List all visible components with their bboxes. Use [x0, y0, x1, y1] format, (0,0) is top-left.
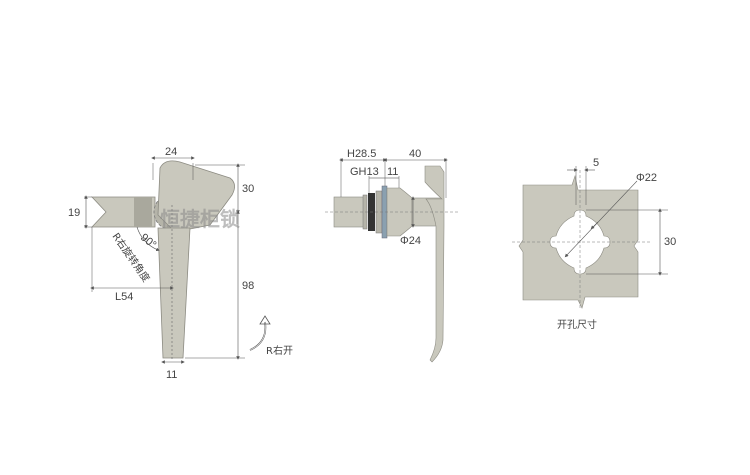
front-view: 24 30 98 19 L54 11 90° R右旋转角度 R右开 恒捷柜锁 — [68, 146, 293, 381]
dim-overall-height: 98 — [242, 280, 254, 292]
side-handle — [424, 165, 445, 363]
dim-length: 40 — [409, 148, 421, 160]
dim-diameter: Φ24 — [400, 235, 421, 247]
cutout-caption: 开孔尺寸 — [557, 318, 597, 331]
dim-tip-width: 11 — [166, 369, 177, 381]
dim-gh: GH13 — [350, 166, 379, 178]
dim-top-width: 24 — [165, 146, 177, 158]
dim-diameter-cutout: Φ22 — [636, 172, 657, 184]
rotation-angle: 90° — [138, 231, 158, 251]
side-view: H28.5 40 GH13 11 Φ24 — [325, 148, 460, 363]
dim-cutout-height: 30 — [664, 236, 676, 248]
open-direction-label: R右开 — [266, 344, 293, 357]
dim-slot-width: 5 — [593, 157, 599, 169]
dim-head-height: 30 — [242, 183, 254, 195]
watermark: 恒捷柜锁 — [160, 207, 240, 231]
handle-head — [157, 160, 235, 233]
dim-handle-length: L54 — [115, 291, 133, 303]
cylinder-collar — [134, 197, 152, 227]
open-direction-arrow-icon — [259, 315, 271, 325]
cutout-view: 5 Φ22 30 开孔尺寸 — [512, 157, 676, 331]
dim-body-height: 19 — [68, 207, 80, 219]
dim-h: H28.5 — [347, 148, 376, 160]
dim-flange: 11 — [387, 166, 398, 178]
handle-blade — [157, 227, 191, 359]
